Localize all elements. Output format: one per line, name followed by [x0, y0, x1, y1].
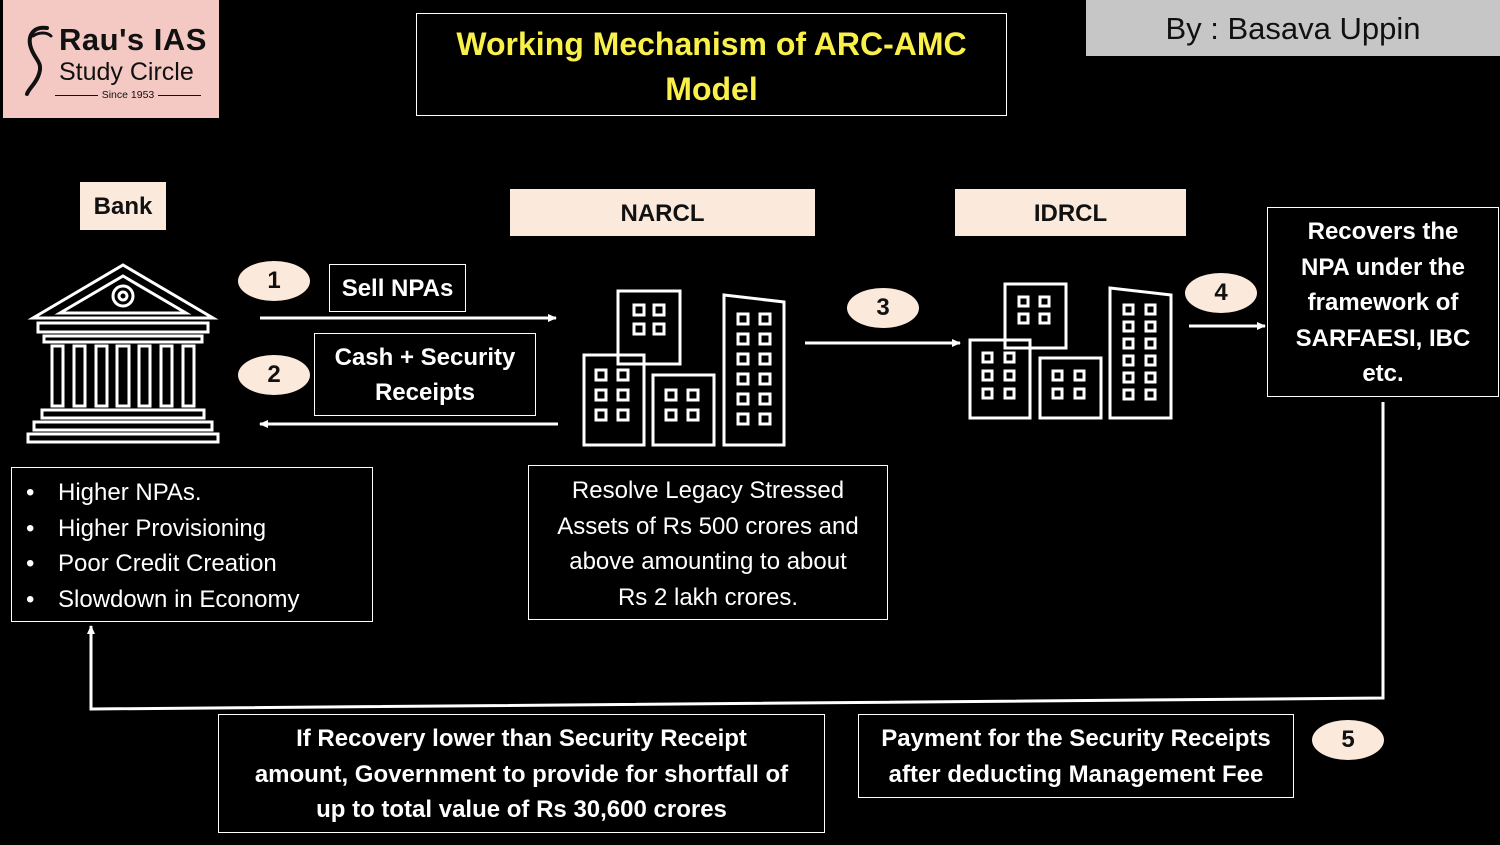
- list-item: Poor Credit Creation: [12, 546, 372, 582]
- guarantee-line: up to total value of Rs 30,600 crores: [316, 796, 727, 823]
- list-item: Higher NPAs.: [12, 475, 372, 511]
- recovers-line: NPA under the: [1300, 253, 1465, 281]
- recovers-line: SARFAESI, IBC: [1295, 324, 1471, 352]
- narcl-buildings-icon: [582, 289, 786, 447]
- resolve-line: Resolve Legacy Stressed: [571, 477, 845, 504]
- payment-security-receipts-box: Payment for the Security Receipts after …: [858, 714, 1294, 798]
- government-guarantee-box: If Recovery lower than Security Receipt …: [218, 714, 825, 833]
- sell-npas-label: Sell NPAs: [329, 264, 466, 312]
- idrcl-buildings-icon: [968, 282, 1173, 420]
- resolve-line: Rs 2 lakh crores.: [617, 583, 799, 611]
- list-item: Slowdown in Economy: [12, 582, 372, 618]
- logo: Rau's IAS Study Circle Since 1953: [3, 0, 219, 118]
- logo-mark-icon: [25, 25, 53, 96]
- guarantee-line: If Recovery lower than Security Receipt: [296, 725, 747, 752]
- bank-icon: [26, 263, 220, 444]
- resolve-line: above amounting to about: [569, 548, 847, 575]
- page-title: Working Mechanism of ARC-AMC Model: [416, 13, 1007, 116]
- logo-subtitle: Study Circle: [59, 58, 194, 86]
- payment-line: after deducting Management Fee: [888, 760, 1264, 788]
- step-1-badge: 1: [238, 261, 310, 301]
- bank-label: Bank: [80, 182, 166, 230]
- recovers-line: etc.: [1362, 360, 1404, 387]
- cash-security-receipts-label: Cash + Security Receipts: [314, 333, 536, 416]
- resolve-legacy-assets-box: Resolve Legacy Stressed Assets of Rs 500…: [528, 465, 888, 620]
- resolve-line: Assets of Rs 500 crores and: [557, 512, 859, 540]
- recovers-line: framework of: [1307, 289, 1459, 316]
- idrcl-label: IDRCL: [955, 189, 1186, 236]
- recovers-npa-box: Recovers the NPA under the framework of …: [1267, 207, 1499, 397]
- step-2-badge: 2: [238, 355, 310, 395]
- list-item: Higher Provisioning: [12, 511, 372, 547]
- guarantee-line: amount, Government to provide for shortf…: [254, 760, 789, 788]
- step-3-badge: 3: [847, 288, 919, 328]
- step-4-badge: 4: [1185, 273, 1257, 313]
- payment-line: Payment for the Security Receipts: [881, 725, 1271, 752]
- bank-issues-list: Higher NPAs. Higher Provisioning Poor Cr…: [11, 467, 373, 622]
- narcl-label: NARCL: [510, 189, 815, 236]
- title-line-2: Model: [665, 71, 758, 107]
- author-badge: By : Basava Uppin: [1086, 0, 1500, 56]
- title-line-1: Working Mechanism of ARC-AMC: [456, 26, 967, 62]
- cash-line-2: Receipts: [374, 379, 476, 406]
- logo-title: Rau's IAS: [59, 22, 207, 57]
- logo-since: Since 1953: [55, 89, 201, 101]
- recovers-line: Recovers the: [1307, 218, 1459, 245]
- cash-line-1: Cash + Security: [334, 344, 516, 371]
- arrow-payment-return: [87, 402, 1385, 711]
- step-5-badge: 5: [1312, 720, 1384, 760]
